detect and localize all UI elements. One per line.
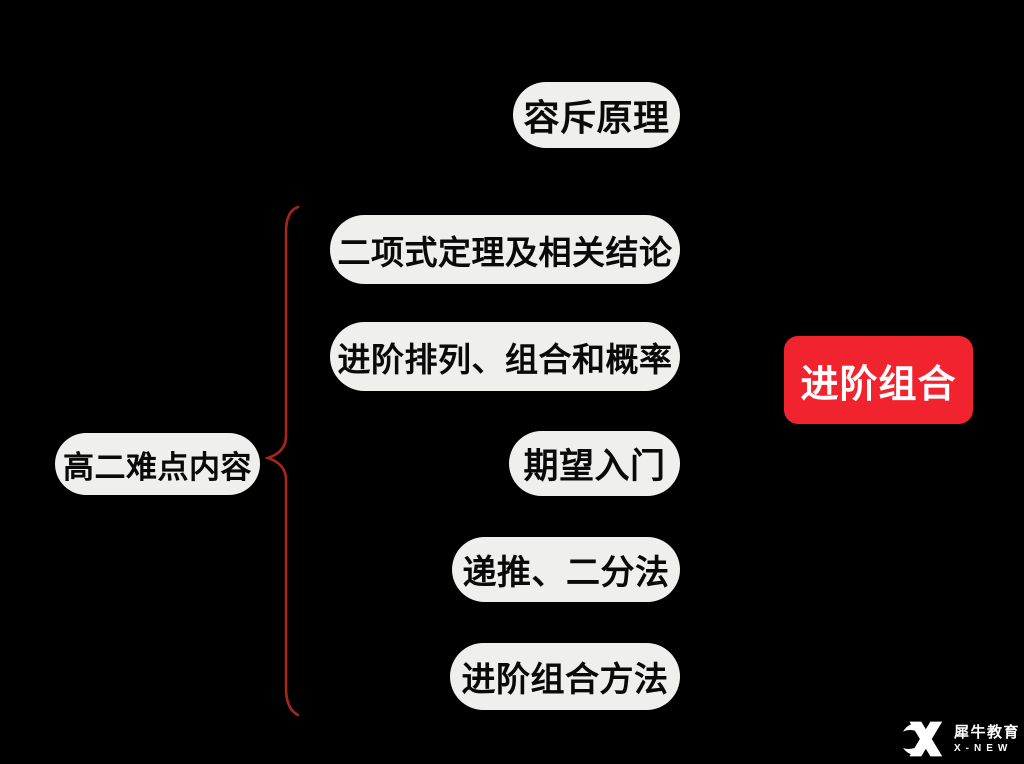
mindmap-branch-node[interactable]: 期望入门	[509, 431, 680, 496]
brand-name: 犀牛教育	[954, 723, 1021, 741]
brand-text: 犀牛教育 X-NEW	[954, 725, 1020, 754]
mindmap-branch-node[interactable]: 容斥原理	[513, 82, 680, 148]
mindmap-branch-node[interactable]: 进阶组合方法	[450, 643, 680, 710]
mindmap-branch-node[interactable]: 进阶排列、组合和概率	[330, 322, 680, 391]
brand-subtitle: X-NEW	[954, 742, 1013, 754]
mindmap-branch-node[interactable]: 二项式定理及相关结论	[330, 215, 680, 284]
brand-logo: 犀牛教育 X-NEW	[901, 718, 1020, 760]
mindmap-root-node[interactable]: 高二难点内容	[55, 433, 260, 495]
mindmap-branch-node[interactable]: 递推、二分法	[452, 537, 680, 602]
brace-connector-icon	[263, 205, 300, 717]
x-new-logo-icon	[903, 721, 943, 757]
topic-highlight-badge[interactable]: 进阶组合	[784, 336, 973, 424]
